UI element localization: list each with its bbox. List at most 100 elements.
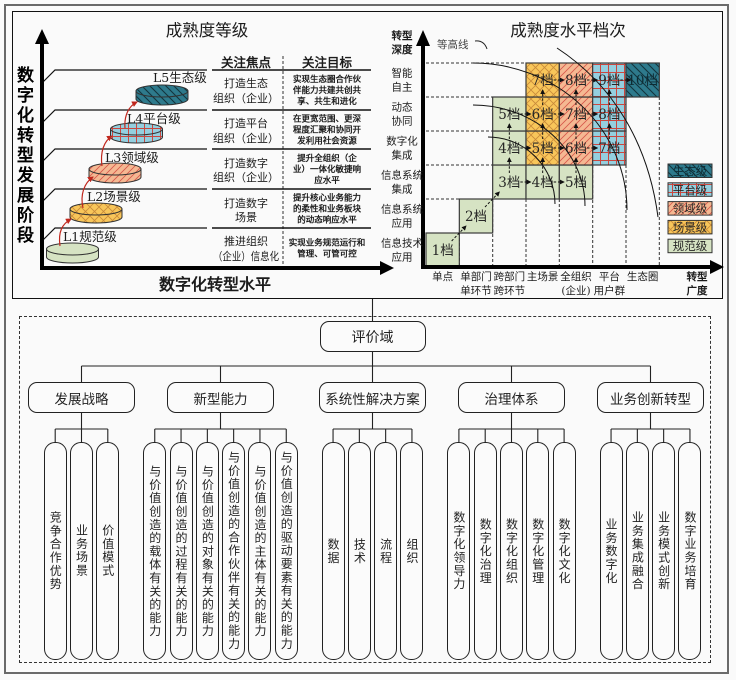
contour-lines	[472, 47, 659, 218]
level-label: L1规范级	[63, 229, 117, 244]
legend-swatch	[667, 238, 713, 254]
legend-item: 规范级	[667, 238, 713, 254]
level-goal-text: 在更宽范围、更深	[293, 114, 362, 125]
legend-label: 平台级	[673, 183, 708, 197]
legend-label: 规范级	[673, 239, 708, 253]
level-focus-text: 打造生态	[224, 76, 268, 90]
indicator-label: 数字化组织	[504, 517, 519, 585]
left-panel-title: 成熟度等级	[166, 21, 249, 40]
breadth-level-label: 单部门	[460, 270, 492, 283]
grade-label: 5档	[565, 175, 587, 191]
grade-label: 4档	[498, 141, 520, 157]
depth-level-label: 集成	[392, 183, 413, 196]
legend-label: 生态级	[673, 164, 708, 178]
maturity-level-row: L3领域级打造数字组织（企业）提升全组织（企业）一体化敏捷响应水平	[42, 148, 371, 186]
level-up-arrow-icon	[58, 218, 72, 247]
grade-label: 1档	[432, 243, 454, 259]
depth-axis-title: 转型	[392, 29, 413, 42]
contour-line	[487, 136, 556, 205]
table-header-goal: 关注目标	[302, 55, 353, 70]
depth-level-label: 信息技术	[381, 237, 423, 250]
depth-level-label: 动态	[392, 101, 413, 114]
indicator-pill: 与价值创造的载体有关的能力	[143, 442, 167, 660]
indicator-pill: 数据	[321, 442, 345, 660]
level-focus-text: 打造数字	[224, 196, 268, 210]
level-label: L5生态级	[153, 70, 207, 85]
level-progression-arrows	[58, 101, 138, 247]
indicator-label: 数据	[326, 537, 341, 565]
indicator-label: 与价值创造的过程有关的能力	[174, 464, 189, 638]
indicator-label: 与价值创造的主体有关的能力	[252, 464, 267, 638]
indicator-pill: 数字化领导力	[447, 442, 471, 660]
level-goal-text: 发利用社会资源	[296, 136, 357, 147]
indicator-pill: 流程	[374, 442, 398, 660]
grade-label: 7档	[532, 73, 554, 89]
table-header-focus: 关注焦点	[221, 55, 272, 70]
breadth-level-label: 全组织	[560, 270, 592, 283]
depth-axis-arrow-icon	[416, 30, 430, 46]
level-goal-text: 业）一体化敏捷响	[293, 164, 362, 175]
domain-box-systematic-solutions: 系统性解决方案	[319, 382, 426, 413]
left-x-axis-arrow-icon	[380, 261, 394, 275]
level-label: L3领域级	[105, 150, 159, 165]
domain-box-business-innovation: 业务创新转型	[597, 382, 704, 413]
breadth-level-labels: 单点单部门单环节跨部门跨环节主场景全组织(企业)平台用户群生态圈	[432, 270, 658, 297]
level-up-arrow-icon	[100, 135, 113, 167]
contour-line	[556, 47, 659, 218]
level-label: L4平台级	[127, 111, 181, 126]
legend-swatch	[667, 201, 713, 216]
indicator-label: 业务集成融合	[630, 511, 645, 591]
level-goal-text: 提升全组织（企	[297, 153, 357, 164]
grade-label: 10档	[627, 73, 658, 89]
indicator-label: 数字化治理	[478, 517, 493, 585]
contour-line	[472, 104, 586, 207]
maturity-model-diagram: 成熟度等级 关注焦点 关注目标 L5生态级打造生态组织（企业）实现生态圈合作伙伴…	[35, 21, 724, 297]
level-goal-text: 享、共生和进化	[297, 96, 357, 107]
level-focus-text: 组织（企业）	[213, 170, 279, 184]
stage-step-line	[42, 227, 207, 241]
legend-item: 平台级	[667, 182, 713, 197]
left-y-axis-arrow-icon	[35, 29, 49, 44]
indicator-pill: 组织	[400, 442, 424, 660]
indicator-pill: 与价值创造的过程有关的能力	[169, 442, 193, 660]
maturity-level-row: L5生态级打造生态组织（企业）实现生态圈合作伙伴能力共建共创共享、共生和进化	[42, 69, 371, 107]
depth-level-label: 集成	[392, 149, 413, 162]
level-focus-text: 组织（企业）	[213, 131, 279, 145]
indicator-pill: 数字化文化	[552, 442, 576, 660]
depth-level-label: 信息系统	[381, 203, 423, 216]
contour-label: 等高线	[437, 38, 469, 51]
indicator-pill: 业务模式创新	[652, 442, 676, 660]
level-goal-text: 程度汇聚和协同开	[293, 125, 362, 136]
indicator-label: 与价值创造的驱动要素有关的能力	[279, 451, 294, 651]
indicator-label: 价值模式	[100, 524, 115, 578]
domain-box-new-capabilities: 新型能力	[167, 382, 274, 413]
level-cylinder-top	[110, 122, 163, 136]
legend-swatch	[667, 219, 713, 235]
grade-label: 8档	[598, 107, 620, 123]
figure-frame	[4, 4, 729, 674]
level-focus-text: 打造平台	[224, 116, 268, 130]
indicator-pill: 与价值创造的驱动要素有关的能力	[274, 442, 298, 660]
grade-label: 5档	[532, 141, 554, 157]
depth-level-label: 应用	[392, 217, 413, 230]
level-goal-text: 提升核心业务能力	[293, 193, 361, 204]
level-goal-text: 应水平	[314, 175, 340, 186]
legend-label: 场景级	[673, 220, 708, 234]
indicator-label: 与价值创造的载体有关的能力	[147, 464, 162, 638]
breadth-axis-title: 广度	[687, 284, 708, 297]
level-goal-text: 实现业务规范运行和	[289, 238, 366, 249]
breadth-level-label: 生态圈	[627, 270, 659, 283]
indicator-label: 业务模式创新	[656, 511, 671, 591]
indicator-pill: 业务数字化	[599, 442, 623, 660]
level-cylinder-top	[69, 202, 123, 216]
maturity-levels-panel: 成熟度等级 关注焦点 关注目标 L5生态级打造生态组织（企业）实现生态圈合作伙伴…	[35, 21, 394, 294]
grade-label: 3档	[498, 175, 520, 191]
level-focus-text: （企业）信息化	[213, 249, 279, 263]
left-x-axis-label: 数字化转型水平	[159, 275, 271, 294]
legend-swatch	[667, 163, 713, 178]
breadth-level-label: 平台	[599, 270, 620, 283]
breadth-level-label: (企业)	[561, 284, 590, 297]
